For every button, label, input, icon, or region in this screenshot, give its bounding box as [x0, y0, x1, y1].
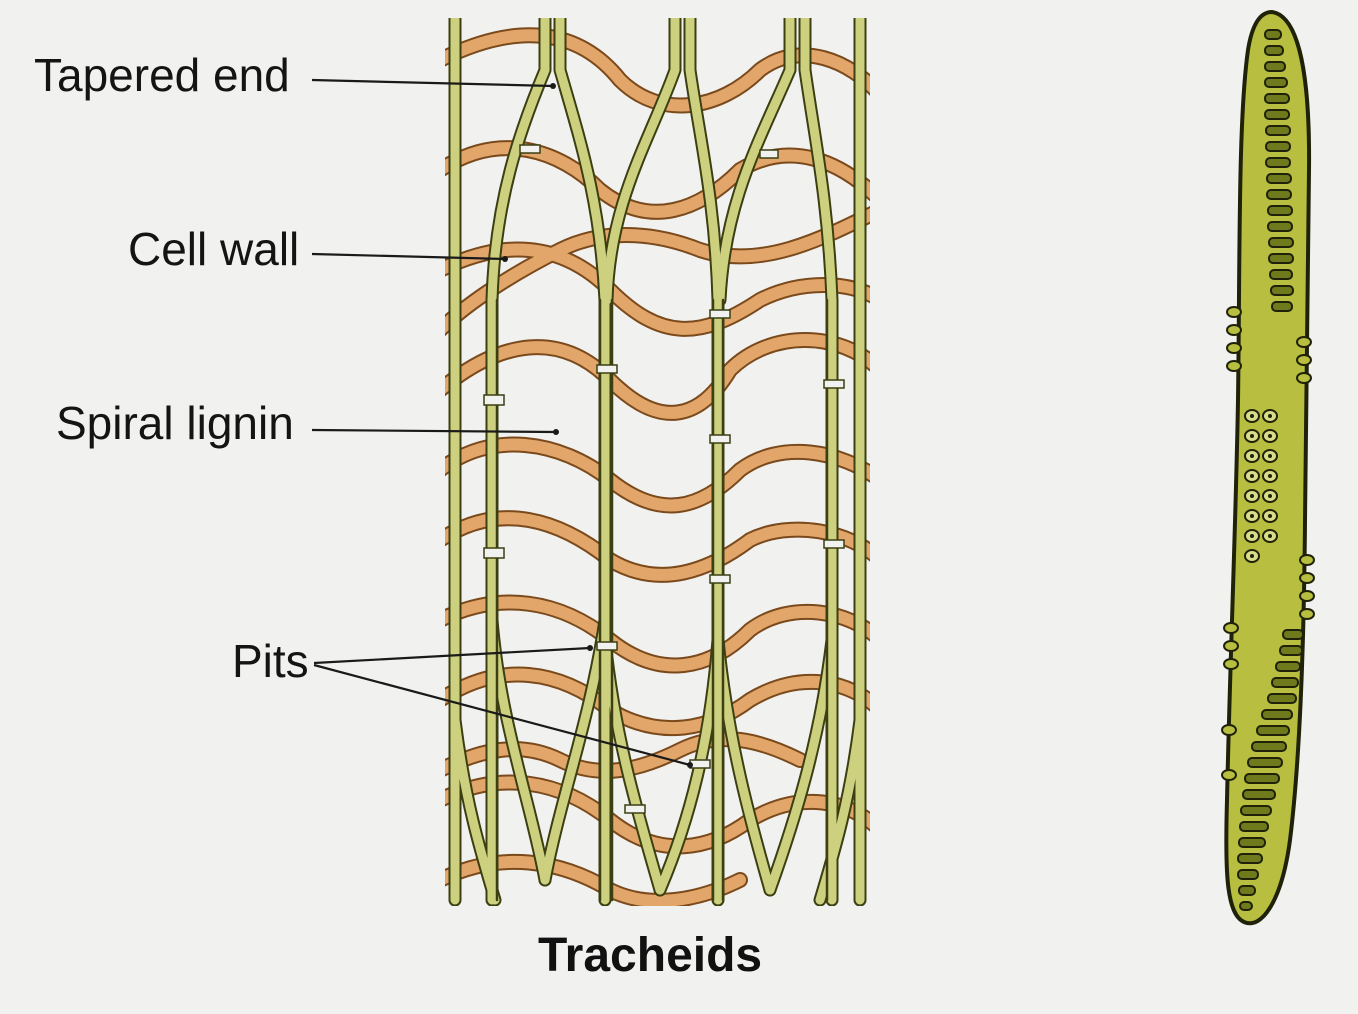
tapered-end-label: Tapered end: [34, 49, 290, 101]
pits-label: Pits: [232, 635, 309, 687]
cell-walls: [448, 18, 867, 906]
tapered-end-leader: [311, 78, 554, 88]
pit-gaps: [483, 144, 845, 814]
upper-pit-row: [1264, 29, 1294, 312]
pits-leader-1: [313, 646, 591, 665]
tracheid-bundle-illustration: [445, 18, 870, 906]
single-tracheid-illustration: [1221, 9, 1315, 926]
spiral-lignin-bands: [445, 27, 870, 906]
leader-lines: [311, 78, 691, 767]
side-pits: [1221, 306, 1315, 781]
diagram-title: Tracheids: [538, 929, 763, 982]
pits-leader-2: [313, 663, 691, 767]
spiral-lignin-label: Spiral lignin: [56, 397, 294, 449]
leader-dots: [502, 83, 693, 768]
spiral-lignin-leader: [311, 428, 557, 434]
cell-wall-leader: [311, 252, 506, 261]
lower-pit-row: [1237, 629, 1304, 911]
cell-wall-label: Cell wall: [128, 223, 300, 275]
